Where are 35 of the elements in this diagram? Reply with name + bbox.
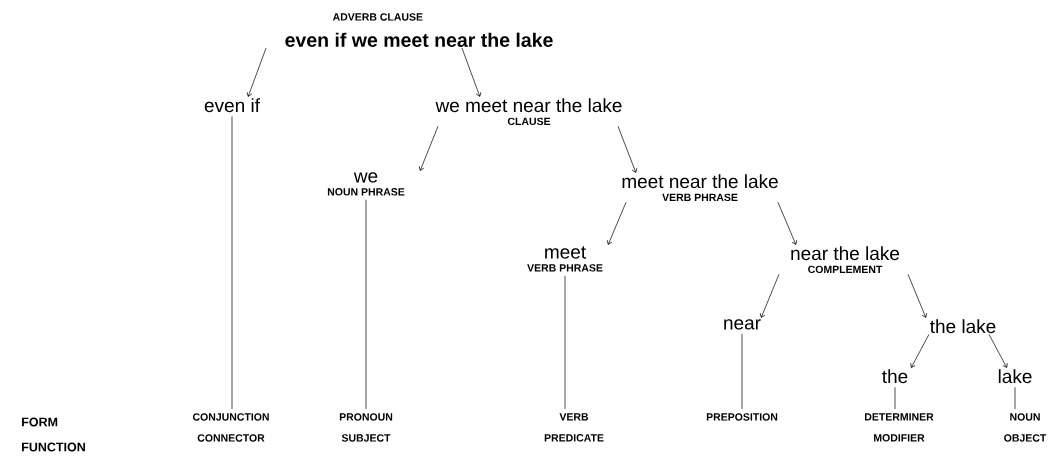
connector-line bbox=[741, 333, 743, 410]
connector-line bbox=[564, 275, 566, 410]
tree-phrase: the bbox=[882, 369, 908, 384]
connector-line bbox=[894, 387, 896, 410]
row-label: FORM bbox=[22, 417, 58, 427]
tree-phrase: lake bbox=[998, 369, 1032, 384]
category-label: CONJUNCTION CONNECTOR bbox=[192, 413, 269, 442]
connector-line bbox=[231, 116, 233, 410]
tree-phrase: meet VERB PHRASE bbox=[527, 246, 603, 272]
arrow bbox=[759, 273, 780, 318]
arrow bbox=[777, 201, 798, 245]
arrow bbox=[988, 334, 1008, 368]
row-label: FUNCTION bbox=[22, 442, 85, 452]
category-label: DETERMINER MODIFIER bbox=[865, 413, 934, 442]
arrow bbox=[246, 47, 267, 97]
arrow bbox=[418, 125, 439, 171]
category-label: PREPOSITION bbox=[706, 413, 778, 421]
arrow bbox=[617, 125, 638, 173]
category-label: NOUN OBJECT bbox=[1004, 413, 1047, 442]
clause-heading: ADVERB CLAUSE even if we meet near the lake bbox=[285, 13, 553, 47]
category-label: PRONOUN SUBJECT bbox=[339, 413, 393, 442]
tree-phrase: near bbox=[724, 319, 761, 330]
tree-phrase: even if bbox=[204, 98, 260, 113]
connector-line bbox=[1014, 387, 1016, 410]
arrow bbox=[461, 47, 482, 97]
category-label: VERB PREDICATE bbox=[544, 413, 604, 442]
connector-line bbox=[365, 199, 367, 410]
tree-phrase: the lake bbox=[930, 319, 996, 334]
arrow bbox=[907, 273, 928, 318]
tree-phrase: meet near the lake VERB PHRASE bbox=[622, 174, 778, 202]
arrow bbox=[606, 201, 627, 245]
tree-phrase: we meet near the lake CLAUSE bbox=[435, 98, 622, 126]
arrow bbox=[910, 334, 930, 368]
tree-phrase: near the lake COMPLEMENT bbox=[791, 246, 900, 274]
tree-phrase: we NOUN PHRASE bbox=[327, 172, 405, 196]
